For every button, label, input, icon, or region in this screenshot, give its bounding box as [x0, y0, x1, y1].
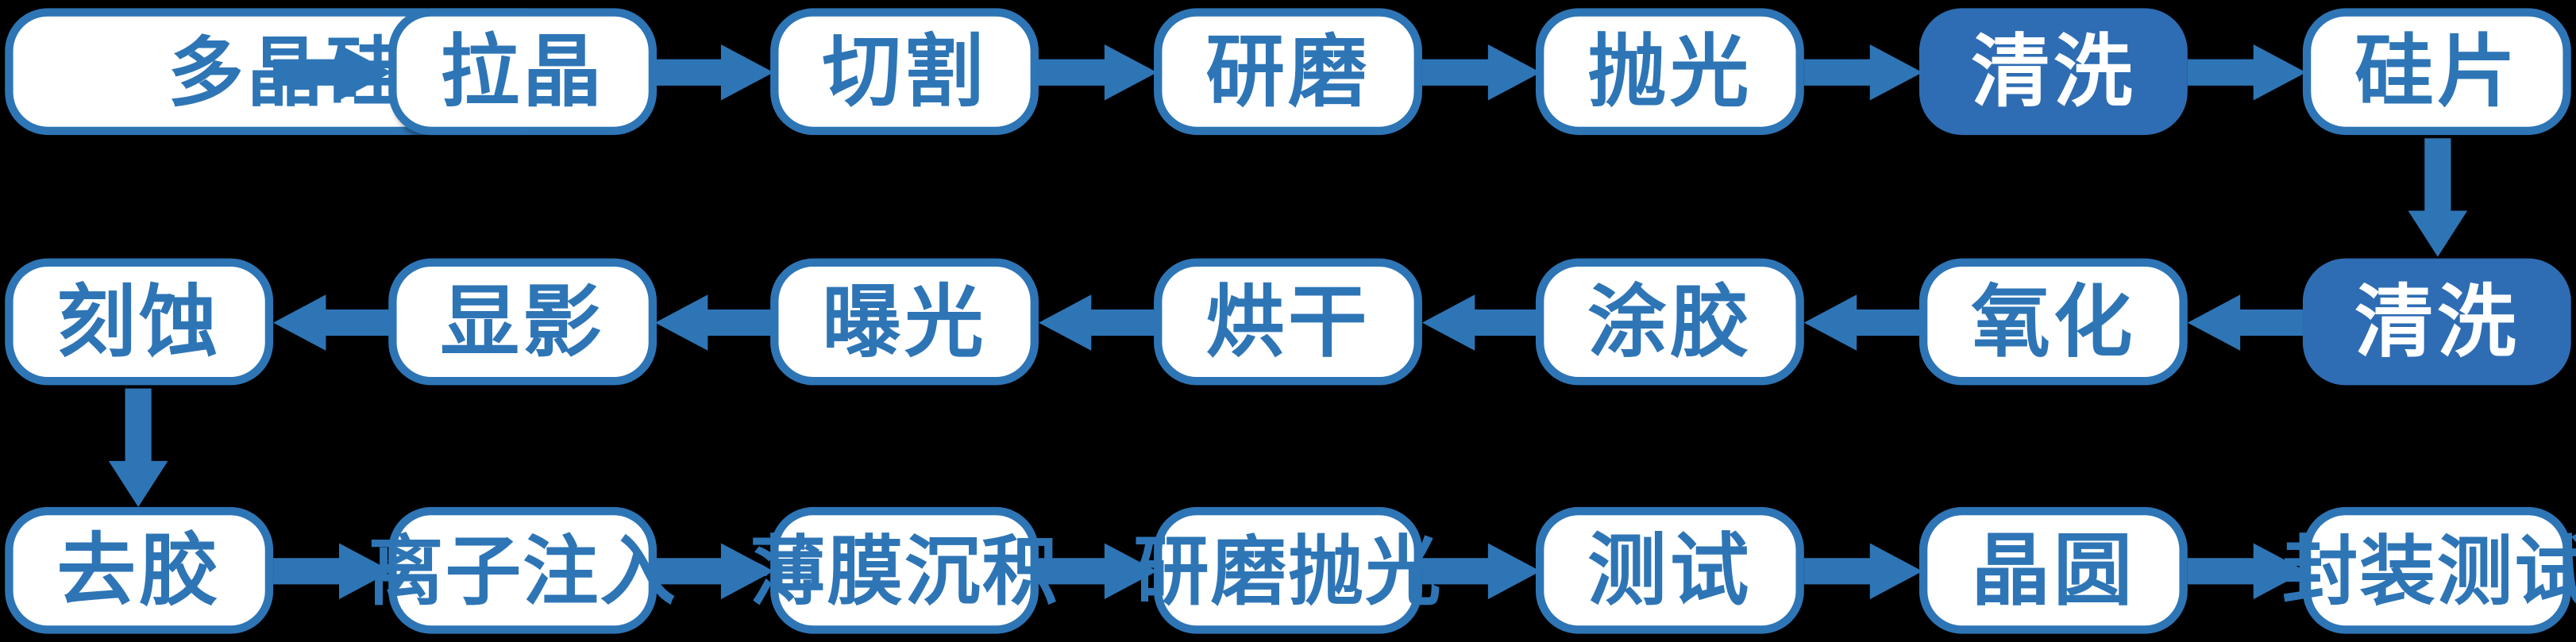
arrow-right-r1-5 [1803, 44, 1923, 101]
node-coating[interactable]: 涂胶 [1535, 258, 1804, 386]
node-label: 离子注入 [368, 525, 677, 615]
node-label: 拉晶 [440, 25, 605, 118]
arrow-right-r1-3 [1038, 44, 1158, 101]
arrow-down-etching-to-strip [108, 388, 168, 507]
node-thin-film[interactable]: 薄膜沉积 [750, 506, 1058, 634]
node-label: 封装测试 [2281, 525, 2576, 615]
node-polishing[interactable]: 抛光 [1535, 8, 1804, 136]
node-label: 研磨抛光 [1133, 525, 1443, 615]
node-baking[interactable]: 烘干 [1154, 258, 1422, 386]
node-etching[interactable]: 刻蚀 [5, 258, 274, 386]
node-package-test[interactable]: 封装测试 [2282, 506, 2576, 634]
node-slicing[interactable]: 切割 [770, 8, 1039, 136]
arrow-left-r2-1 [273, 294, 392, 351]
node-label: 去胶 [56, 524, 222, 617]
node-wafer[interactable]: 晶圆 [1919, 506, 2188, 634]
arrow-left-r2-5 [1803, 294, 1923, 351]
node-label: 曝光 [822, 275, 987, 368]
node-label: 清洗 [2354, 275, 2520, 368]
node-grinding[interactable]: 研磨 [1154, 8, 1422, 136]
arrow-right-r3-4 [1421, 543, 1541, 600]
node-label: 抛光 [1587, 25, 1753, 118]
node-label: 研磨 [1205, 25, 1371, 118]
node-strip-resist[interactable]: 去胶 [5, 506, 274, 634]
node-crystal-pull-box[interactable]: 拉晶 [388, 8, 657, 136]
arrow-right-r3-6 [2187, 543, 2307, 600]
node-test[interactable]: 测试 [1535, 506, 1804, 634]
node-developing[interactable]: 显影 [388, 258, 657, 386]
node-label: 清洗 [1971, 25, 2136, 118]
arrow-right-r3-3 [1038, 543, 1158, 600]
node-label: 测试 [1587, 524, 1753, 617]
node-oxidation[interactable]: 氧化 [1919, 258, 2188, 386]
node-label: 刻蚀 [56, 275, 222, 368]
node-cmp[interactable]: 研磨抛光 [1133, 506, 1441, 634]
node-label: 显影 [440, 275, 605, 368]
node-label: 氧化 [1971, 275, 2136, 368]
node-label: 晶圆 [1971, 524, 2136, 617]
arrow-left-r2-4 [1421, 294, 1541, 351]
node-cleaning-2[interactable]: 清洗 [2302, 258, 2571, 386]
arrow-right-r1-2 [654, 44, 774, 101]
node-ion-implant[interactable]: 离子注入 [368, 506, 676, 634]
arrow-right-r3-1 [273, 543, 392, 600]
arrow-left-r2-3 [1038, 294, 1158, 351]
arrow-right-r1-6 [2187, 44, 2307, 101]
arrow-down-wafer-to-cleaning [2408, 138, 2468, 257]
node-cleaning-1[interactable]: 清洗 [1919, 8, 2188, 136]
arrow-right-r1-4 [1421, 44, 1541, 101]
arrow-left-r2-6 [2187, 294, 2307, 351]
node-label: 烘干 [1205, 275, 1371, 368]
node-label: 切割 [822, 25, 987, 118]
node-silicon-wafer[interactable]: 硅片 [2302, 8, 2571, 136]
node-label: 涂胶 [1587, 275, 1753, 368]
arrow-left-r2-2 [654, 294, 774, 351]
arrow-right-r3-2 [654, 543, 774, 600]
node-label: 薄膜沉积 [750, 525, 1059, 615]
arrow-right-r1-1 [273, 44, 392, 101]
arrow-right-r3-5 [1803, 543, 1923, 600]
node-label: 硅片 [2354, 25, 2520, 118]
node-exposure[interactable]: 曝光 [770, 258, 1039, 386]
